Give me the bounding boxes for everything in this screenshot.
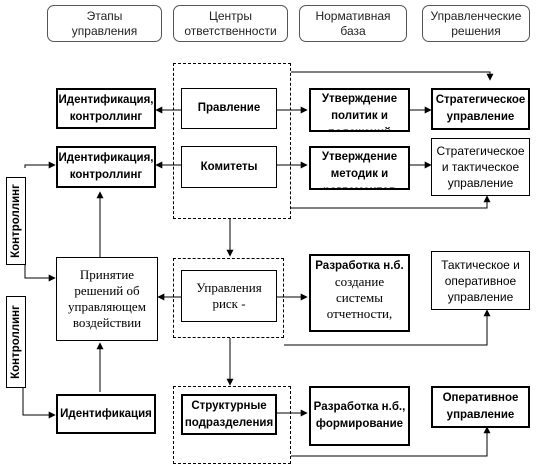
header-stages-line1: Этапы bbox=[86, 8, 123, 23]
arrow-to-strattact bbox=[291, 195, 491, 209]
normative-development-1: Разработка н.б. создание системы отчетно… bbox=[309, 254, 410, 332]
centers-group-middle bbox=[173, 258, 284, 338]
controlling-label-2-text: Контроллинг bbox=[10, 305, 22, 379]
decision-strategic-text: Стратегическое управление bbox=[435, 94, 526, 123]
stage-identification-1-text: Идентификация, контроллинг bbox=[58, 93, 154, 123]
stage-identification-2-text: Идентификация, контроллинг bbox=[58, 152, 154, 181]
normative-development-2: Разработка н.б., формирование bbox=[309, 386, 410, 446]
header-centers: Центры ответственности bbox=[173, 5, 288, 42]
center-divisions: Структурные подразделения bbox=[181, 394, 277, 435]
decision-strategic-tactical: Стратегическое и тактическое управление bbox=[431, 138, 530, 196]
center-risk-department-text: Управления риск - bbox=[196, 280, 262, 311]
center-committees: Комитеты bbox=[181, 146, 277, 188]
header-stages: Этапы управления bbox=[47, 5, 162, 42]
controlling-label-1-text: Контроллинг bbox=[10, 184, 22, 258]
arrow-to-tactoper bbox=[284, 309, 491, 346]
center-divisions-text: Структурные подразделения bbox=[184, 399, 274, 429]
decision-tactical-operational-text: Тактическое и оперативное управление bbox=[441, 257, 520, 304]
decision-tactical-operational: Тактическое и оперативное управление bbox=[431, 251, 530, 310]
decision-operational: Оперативное управление bbox=[431, 386, 530, 428]
stage-identification-3-text: Идентификация bbox=[60, 407, 152, 420]
normative-methods-text: Утверждение методик и регламентов bbox=[321, 151, 398, 188]
header-centers-line1: Центры bbox=[209, 8, 252, 23]
header-management: Управленческие решения bbox=[422, 5, 530, 42]
arrow-control1-to-decision bbox=[24, 264, 56, 282]
controlling-label-1: Контроллинг bbox=[6, 177, 26, 265]
normative-methods: Утверждение методик и регламентов bbox=[309, 146, 410, 190]
arrow-control2-to-ident3 bbox=[22, 388, 56, 419]
center-committees-text: Комитеты bbox=[200, 160, 258, 173]
decision-strategic-tactical-text: Стратегическое и тактическое управление bbox=[436, 144, 525, 190]
center-board-text: Правление bbox=[197, 102, 261, 114]
stage-identification-3: Идентификация bbox=[56, 394, 156, 434]
normative-development-1-text: Разработка н.б. создание системы отчетно… bbox=[311, 257, 408, 322]
centers-group-top bbox=[173, 63, 291, 219]
decision-operational-text: Оперативное управление bbox=[442, 392, 519, 421]
stage-decision-text: Принятие решений об управляющем воздейст… bbox=[68, 267, 146, 330]
normative-policies-text: Утверждение политик и положений bbox=[321, 93, 398, 130]
header-normative-line1: Нормативная bbox=[315, 8, 391, 23]
header-centers-line2: ответственности bbox=[184, 23, 277, 38]
center-board: Правление bbox=[181, 88, 277, 129]
centers-group-bottom bbox=[173, 386, 291, 464]
controlling-label-2: Контроллинг bbox=[6, 296, 26, 388]
arrow-to-operational bbox=[291, 426, 491, 457]
normative-development-1-rest: создание системы отчетности, bbox=[326, 274, 393, 321]
arrow-control1-to-ident2 bbox=[24, 161, 56, 169]
normative-development-1-bold: Разработка н.б. bbox=[315, 260, 404, 272]
decision-strategic: Стратегическое управление bbox=[431, 88, 530, 130]
stage-identification-1: Идентификация, контроллинг bbox=[56, 88, 156, 129]
normative-policies: Утверждение политик и положений bbox=[309, 88, 410, 132]
arrow-to-strategic bbox=[291, 71, 494, 81]
header-management-line2: решения bbox=[451, 23, 501, 38]
center-risk-department: Управления риск - bbox=[181, 270, 277, 322]
stage-decision: Принятие решений об управляющем воздейст… bbox=[56, 257, 158, 341]
header-normative-line2: база bbox=[340, 23, 366, 38]
header-stages-line2: управления bbox=[71, 23, 138, 38]
header-management-line1: Управленческие bbox=[430, 8, 522, 23]
header-normative: Нормативная база bbox=[299, 5, 407, 42]
normative-development-2-text: Разработка н.б., формирование bbox=[313, 401, 406, 430]
stage-identification-2: Идентификация, контроллинг bbox=[56, 146, 156, 188]
